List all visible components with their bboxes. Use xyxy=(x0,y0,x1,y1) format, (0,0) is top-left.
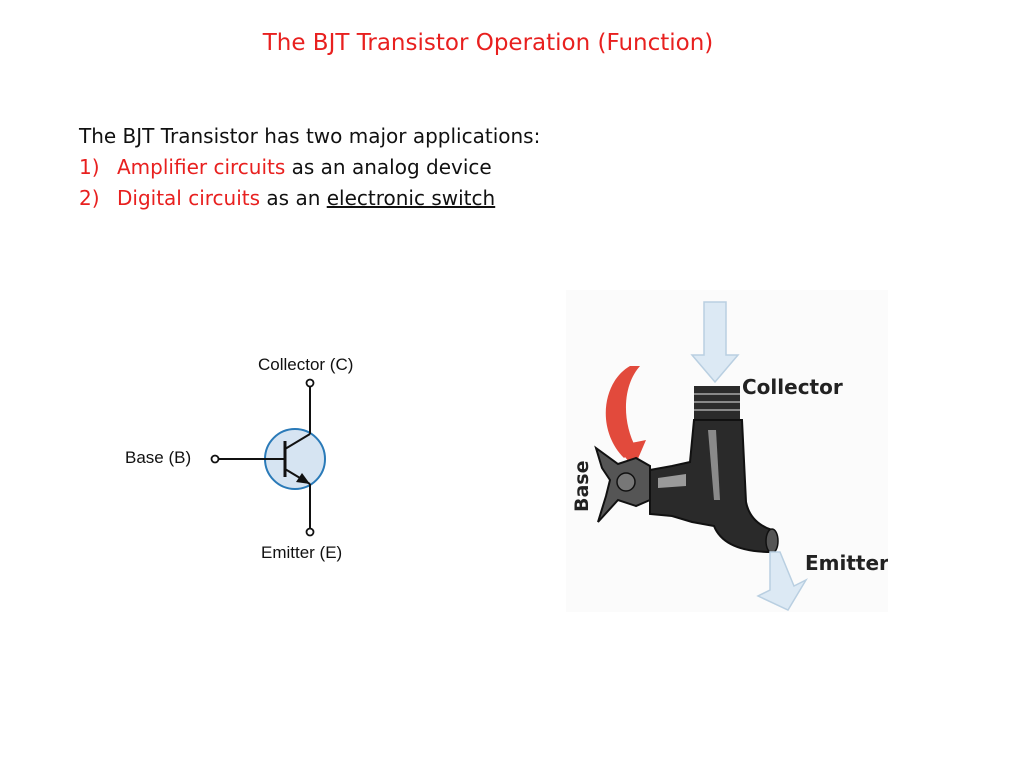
list-item: 1) Amplifier circuits as an analog device xyxy=(79,152,540,183)
collector-terminal xyxy=(305,378,315,388)
slide-title: The BJT Transistor Operation (Function) xyxy=(262,30,714,56)
item-highlight: Amplifier circuits xyxy=(117,155,286,179)
faucet-base-label: Base xyxy=(571,461,593,513)
rotation-arrowhead-icon xyxy=(616,440,646,468)
emitter-label: Emitter (E) xyxy=(261,543,343,562)
body-highlight xyxy=(708,430,720,500)
faucet-emitter-label: Emitter xyxy=(805,551,888,575)
item-highlight: Digital circuits xyxy=(117,186,261,210)
faucet-body xyxy=(649,419,773,554)
collector-junction xyxy=(284,433,311,450)
emitter-terminal xyxy=(305,527,315,537)
inflow-arrow-icon xyxy=(690,301,740,384)
base-terminal xyxy=(210,454,220,464)
handle-hub xyxy=(616,472,636,492)
outflow-arrow-icon xyxy=(756,551,808,611)
item-number: 1) xyxy=(79,155,100,179)
emitter-arrow-icon xyxy=(296,473,310,484)
faucet-collector-label: Collector xyxy=(742,375,843,399)
spout-mouth xyxy=(765,528,779,554)
item-text: as an analog device xyxy=(285,155,492,179)
item-number: 2) xyxy=(79,186,100,210)
item-text: as an xyxy=(260,186,327,210)
item-underlined-text: electronic switch xyxy=(326,186,496,210)
intro-text: The BJT Transistor has two major applica… xyxy=(79,124,541,148)
rotation-arrow-icon xyxy=(605,366,640,458)
intro-block: The BJT Transistor has two major applica… xyxy=(79,121,540,214)
base-label: Base (B) xyxy=(125,448,192,467)
list-item: 2) Digital circuits as an electronic swit… xyxy=(79,183,540,214)
faucet-analogy-illustration: Collector Emitter Base xyxy=(566,290,888,612)
collector-label: Collector (C) xyxy=(258,355,354,374)
body-highlight xyxy=(658,474,686,488)
